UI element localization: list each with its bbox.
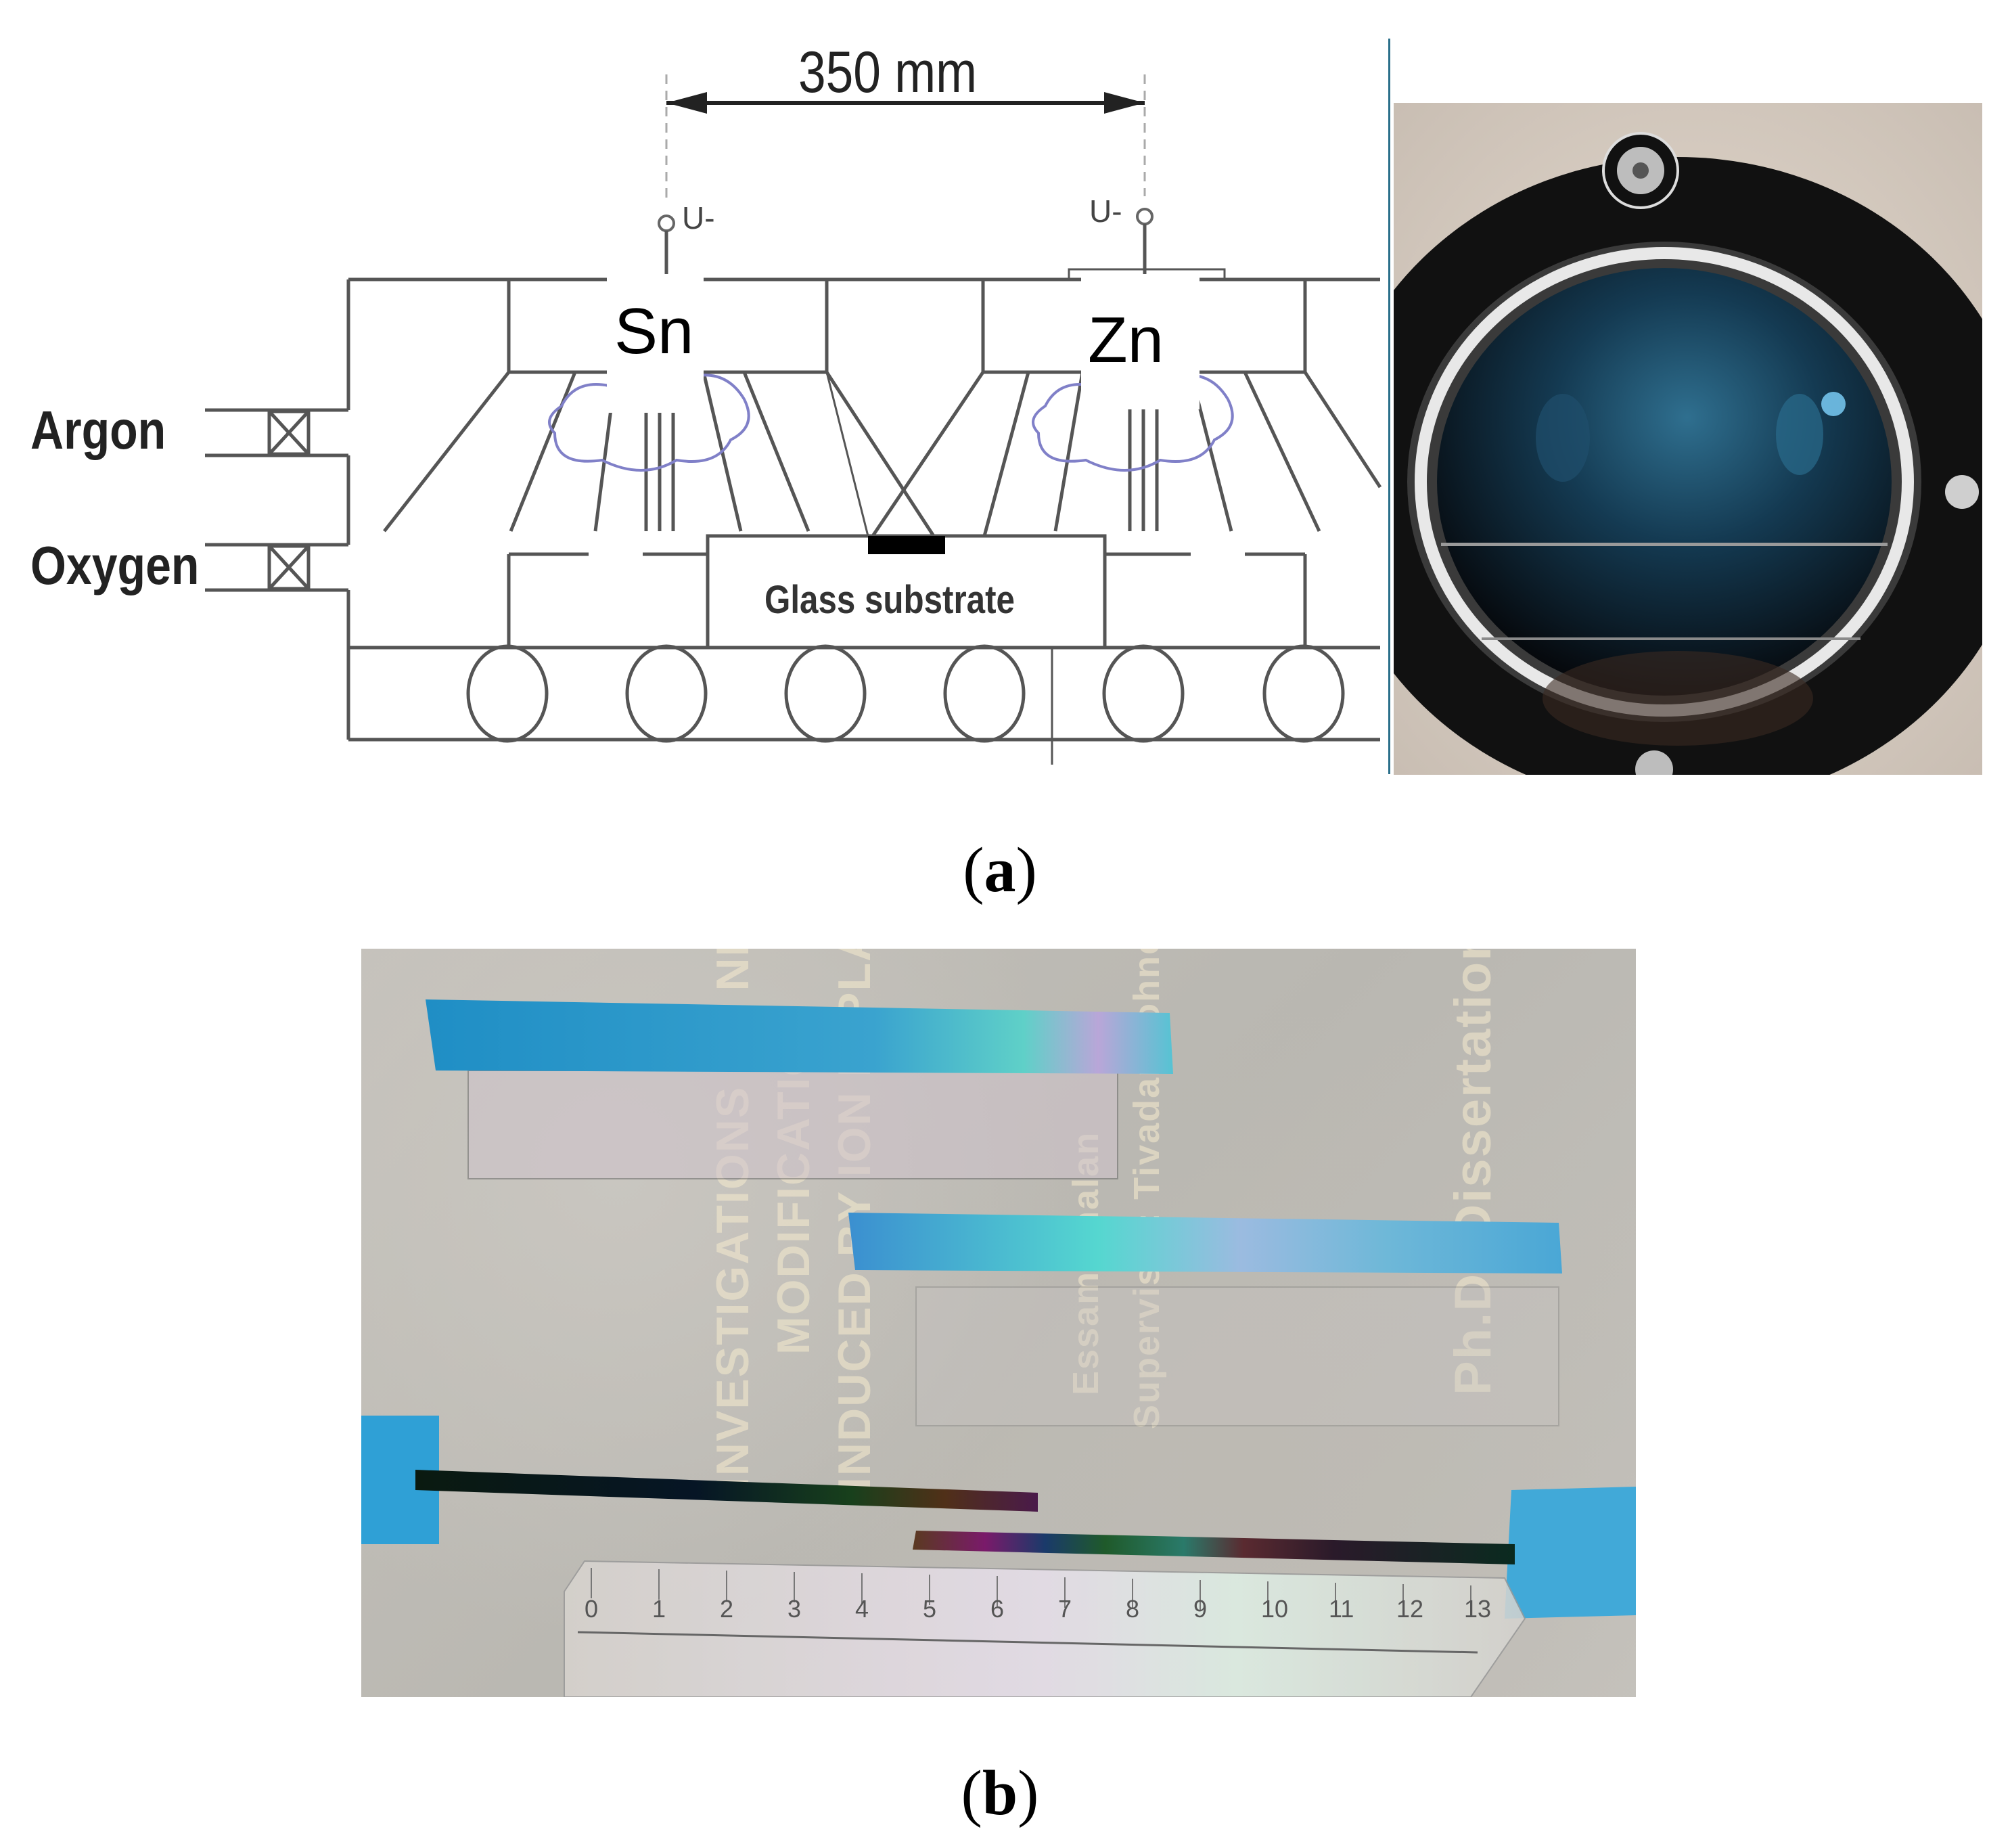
argon-label: Argon bbox=[30, 400, 166, 460]
tape-strip-1 bbox=[426, 999, 1173, 1074]
coated-strip-2 bbox=[913, 1531, 1515, 1564]
chamber-viewport-photo bbox=[1394, 103, 1982, 775]
zn-voltage-label: U- bbox=[1089, 194, 1122, 229]
sn-voltage-label: U- bbox=[682, 200, 715, 235]
coated-strip-1 bbox=[415, 1470, 1038, 1512]
substrate-label: Glass substrate bbox=[764, 578, 1015, 622]
dimension-label: 350 mm bbox=[798, 40, 978, 105]
oxygen-valve-icon bbox=[267, 544, 311, 591]
caption-b: (b) bbox=[961, 1758, 1039, 1828]
coated-samples-photo: INVESTIGATIONS OF NEAR SURFACE MODIFICAT… bbox=[361, 949, 1636, 1697]
sn-target-label: Sn bbox=[614, 295, 694, 367]
argon-valve-icon bbox=[267, 409, 311, 456]
ruler-labels: 0 1 2 3 4 5 6 7 8 9 10 11 12 13 bbox=[585, 1595, 1492, 1623]
ruler bbox=[564, 1560, 1526, 1697]
sputtering-schematic bbox=[205, 74, 1382, 765]
caption-a: (a) bbox=[963, 835, 1037, 905]
panel-divider bbox=[1388, 39, 1390, 774]
rollers bbox=[466, 644, 1345, 743]
tape-strip-2 bbox=[848, 1213, 1562, 1274]
zn-target-label: Zn bbox=[1088, 304, 1164, 376]
oxygen-label: Oxygen bbox=[30, 535, 200, 595]
